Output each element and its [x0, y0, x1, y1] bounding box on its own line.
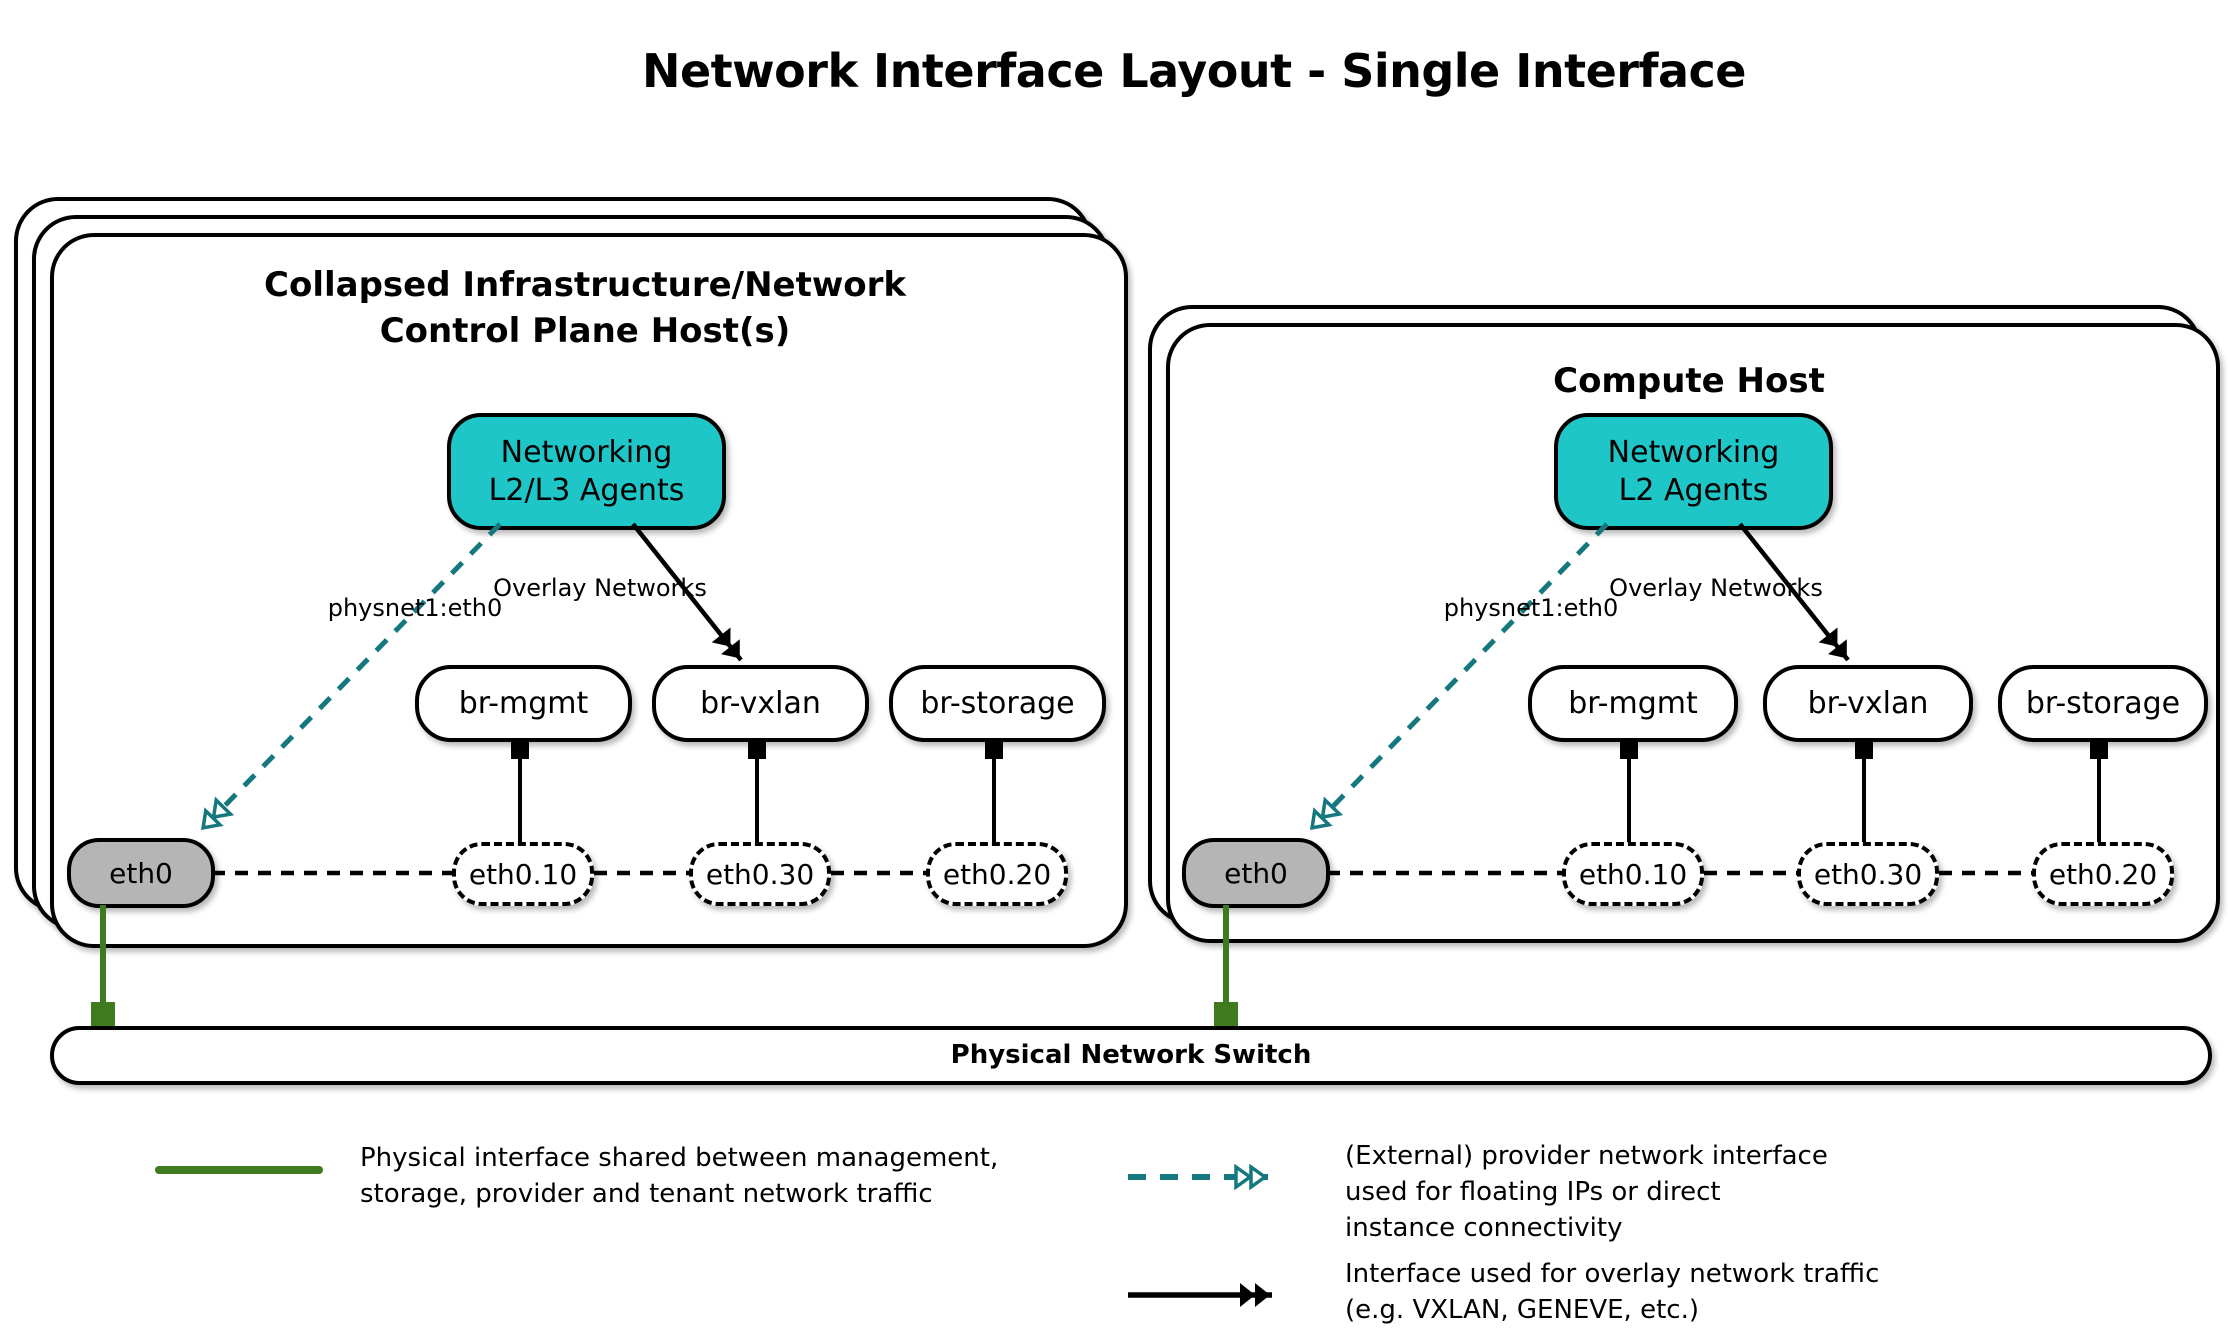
control-vlan-eth0-10: eth0.10	[452, 842, 594, 906]
legend-provider-text: (External) provider network interface us…	[1345, 1138, 1828, 1246]
compute-overlay-arrow-label: Overlay Networks	[1609, 574, 1823, 602]
compute-vlan-eth0-10: eth0.10	[1562, 842, 1704, 906]
compute-vlan-eth0-30: eth0.30	[1797, 842, 1939, 906]
legend-provider-line2: used for floating IPs or direct	[1345, 1177, 1721, 1207]
control-overlay-arrow-label: Overlay Networks	[493, 574, 707, 602]
control-agents-line1: Networking	[500, 434, 673, 470]
compute-agents-line1: Networking	[1607, 434, 1780, 470]
control-agents-node: Networking L2/L3 Agents	[447, 413, 726, 530]
compute-bridge-br-mgmt: br-mgmt	[1528, 665, 1738, 742]
compute-vlan-eth0-20: eth0.20	[2032, 842, 2174, 906]
page-title: Network Interface Layout - Single Interf…	[641, 44, 1747, 98]
control-agents-line2: L2/L3 Agents	[488, 472, 685, 508]
legend-physical-line1: Physical interface shared between manage…	[360, 1143, 999, 1173]
legend-provider-line1: (External) provider network interface	[1345, 1141, 1828, 1171]
switch-bar: Physical Network Switch	[50, 1026, 2212, 1085]
legend-physical-text: Physical interface shared between manage…	[360, 1140, 998, 1212]
legend-physical-line2: storage, provider and tenant network tra…	[360, 1179, 933, 1209]
switch-label: Physical Network Switch	[950, 1040, 1312, 1070]
control-host-title-line2: Control Plane Host(s)	[379, 311, 791, 351]
compute-host-title-line1: Compute Host	[1553, 361, 1825, 401]
compute-bridge-br-vxlan: br-vxlan	[1763, 665, 1973, 742]
compute-bridge-br-storage: br-storage	[1998, 665, 2208, 742]
legend-overlay-text: Interface used for overlay network traff…	[1345, 1256, 1879, 1328]
compute-agents-node: Networking L2 Agents	[1554, 413, 1833, 530]
compute-agents-line2: L2 Agents	[1618, 472, 1769, 508]
compute-eth0-node: eth0	[1182, 838, 1330, 908]
control-eth0-node: eth0	[67, 838, 215, 908]
control-bridge-br-mgmt: br-mgmt	[415, 665, 632, 742]
control-vlan-eth0-20: eth0.20	[926, 842, 1068, 906]
compute-host-title: Compute Host	[1166, 358, 2212, 404]
control-host-title-line1: Collapsed Infrastructure/Network	[264, 265, 906, 305]
control-host-title: Collapsed Infrastructure/Network Control…	[50, 262, 1120, 354]
control-vlan-eth0-30: eth0.30	[689, 842, 831, 906]
control-bridge-br-vxlan: br-vxlan	[652, 665, 869, 742]
legend-overlay-line2: (e.g. VXLAN, GENEVE, etc.)	[1345, 1295, 1699, 1325]
legend-overlay-line1: Interface used for overlay network traff…	[1345, 1259, 1880, 1289]
legend-physical-line-swatch	[155, 1166, 323, 1174]
control-bridge-br-storage: br-storage	[889, 665, 1106, 742]
legend-provider-line3: instance connectivity	[1345, 1213, 1623, 1243]
